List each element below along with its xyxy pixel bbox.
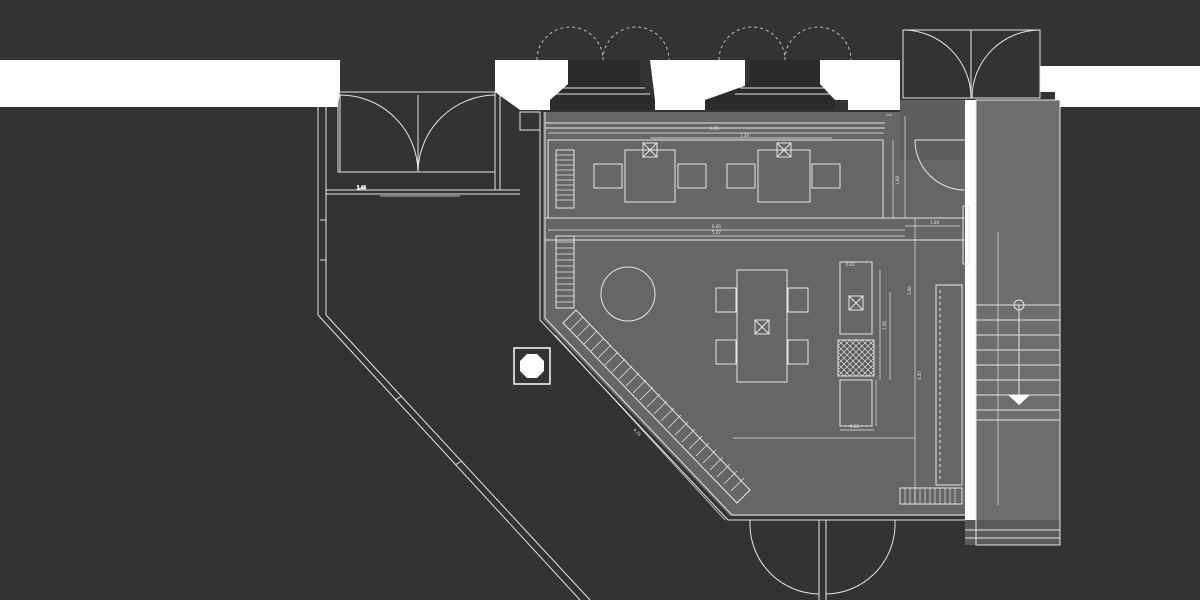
meeting-table xyxy=(736,269,788,383)
stair-hall xyxy=(965,99,1061,546)
dim-counter-a: 0.62 xyxy=(850,424,859,429)
door-swing-icon xyxy=(749,525,820,595)
dimension-labels: 6.05 1.34 6.60 5.67 1.40 0.62 0.62 1.68 … xyxy=(632,126,939,438)
corridor-double-door: 1.44 xyxy=(337,91,496,197)
dim-counter-b: 0.62 xyxy=(846,262,855,267)
exterior-walls xyxy=(0,60,1200,520)
door-swing-icon xyxy=(417,94,496,173)
entry-vestibule-floor xyxy=(900,100,965,160)
door-swing-icon xyxy=(914,139,966,191)
dim-top-width: 6.05 xyxy=(710,126,719,131)
door-swing-icon xyxy=(971,29,1041,99)
radiator-upper xyxy=(555,149,575,209)
wall-top-center xyxy=(495,60,900,110)
bay-window-left xyxy=(550,60,655,110)
wall-right-post xyxy=(965,100,976,520)
dim-vertical-a: 1.68 xyxy=(895,176,900,185)
dim-upper-room-width: 6.60 xyxy=(712,224,721,229)
dim-left-door: 1.44 xyxy=(357,185,366,190)
radiator-bottom xyxy=(899,487,963,505)
main-floor xyxy=(543,112,965,516)
entry-double-door xyxy=(902,29,1041,99)
counter-top xyxy=(839,261,873,335)
top-fixtures xyxy=(536,26,852,110)
dim-right-col-a: 1.40 xyxy=(930,220,939,225)
cabinet-low xyxy=(839,379,873,427)
dim-lower-room-width: 5.67 xyxy=(712,230,721,235)
dashed-arc-2 xyxy=(602,26,670,61)
dim-vertical-c: 4.50 xyxy=(917,371,922,380)
left-corridor xyxy=(317,92,591,600)
dashed-arc-4 xyxy=(784,26,852,61)
fixture-cross-icon xyxy=(848,295,864,311)
wall-storage xyxy=(935,284,963,486)
room-outline xyxy=(539,112,965,521)
stair-direction-arrow-icon xyxy=(1008,395,1030,405)
dim-top-sub: 1.34 xyxy=(740,133,749,138)
radiator-diagonal xyxy=(562,309,751,504)
fixture-cross-icon xyxy=(754,319,770,335)
dimension-lines xyxy=(548,114,960,521)
fixture-cross-icon xyxy=(776,142,792,158)
bottom-double-door xyxy=(749,520,896,600)
interior-floor xyxy=(543,100,1060,545)
right-side-door xyxy=(914,139,970,265)
door-swing-icon xyxy=(902,29,972,99)
round-table xyxy=(600,266,656,322)
dim-diagonal: 4.75 xyxy=(632,427,642,437)
wall-left-exterior xyxy=(0,60,340,107)
dashed-arc-3 xyxy=(718,26,786,61)
bay-window-right xyxy=(705,60,835,110)
lower-room xyxy=(555,235,963,505)
door-swing-icon xyxy=(825,525,896,595)
bottom-step-floor xyxy=(965,520,1060,545)
dim-right-col-b: 1.00 xyxy=(907,286,912,295)
door-swing-icon xyxy=(339,94,419,173)
stair-hall-floor xyxy=(976,100,1060,545)
stair-start-circle xyxy=(1013,299,1025,311)
wall-right-exterior xyxy=(1040,66,1200,107)
dim-vertical-b: 1.56 xyxy=(882,321,887,330)
octagon-column-icon xyxy=(513,347,551,385)
fixture-cross-icon xyxy=(642,142,658,158)
dashed-arc-1 xyxy=(536,26,604,61)
upper-room xyxy=(555,142,841,209)
